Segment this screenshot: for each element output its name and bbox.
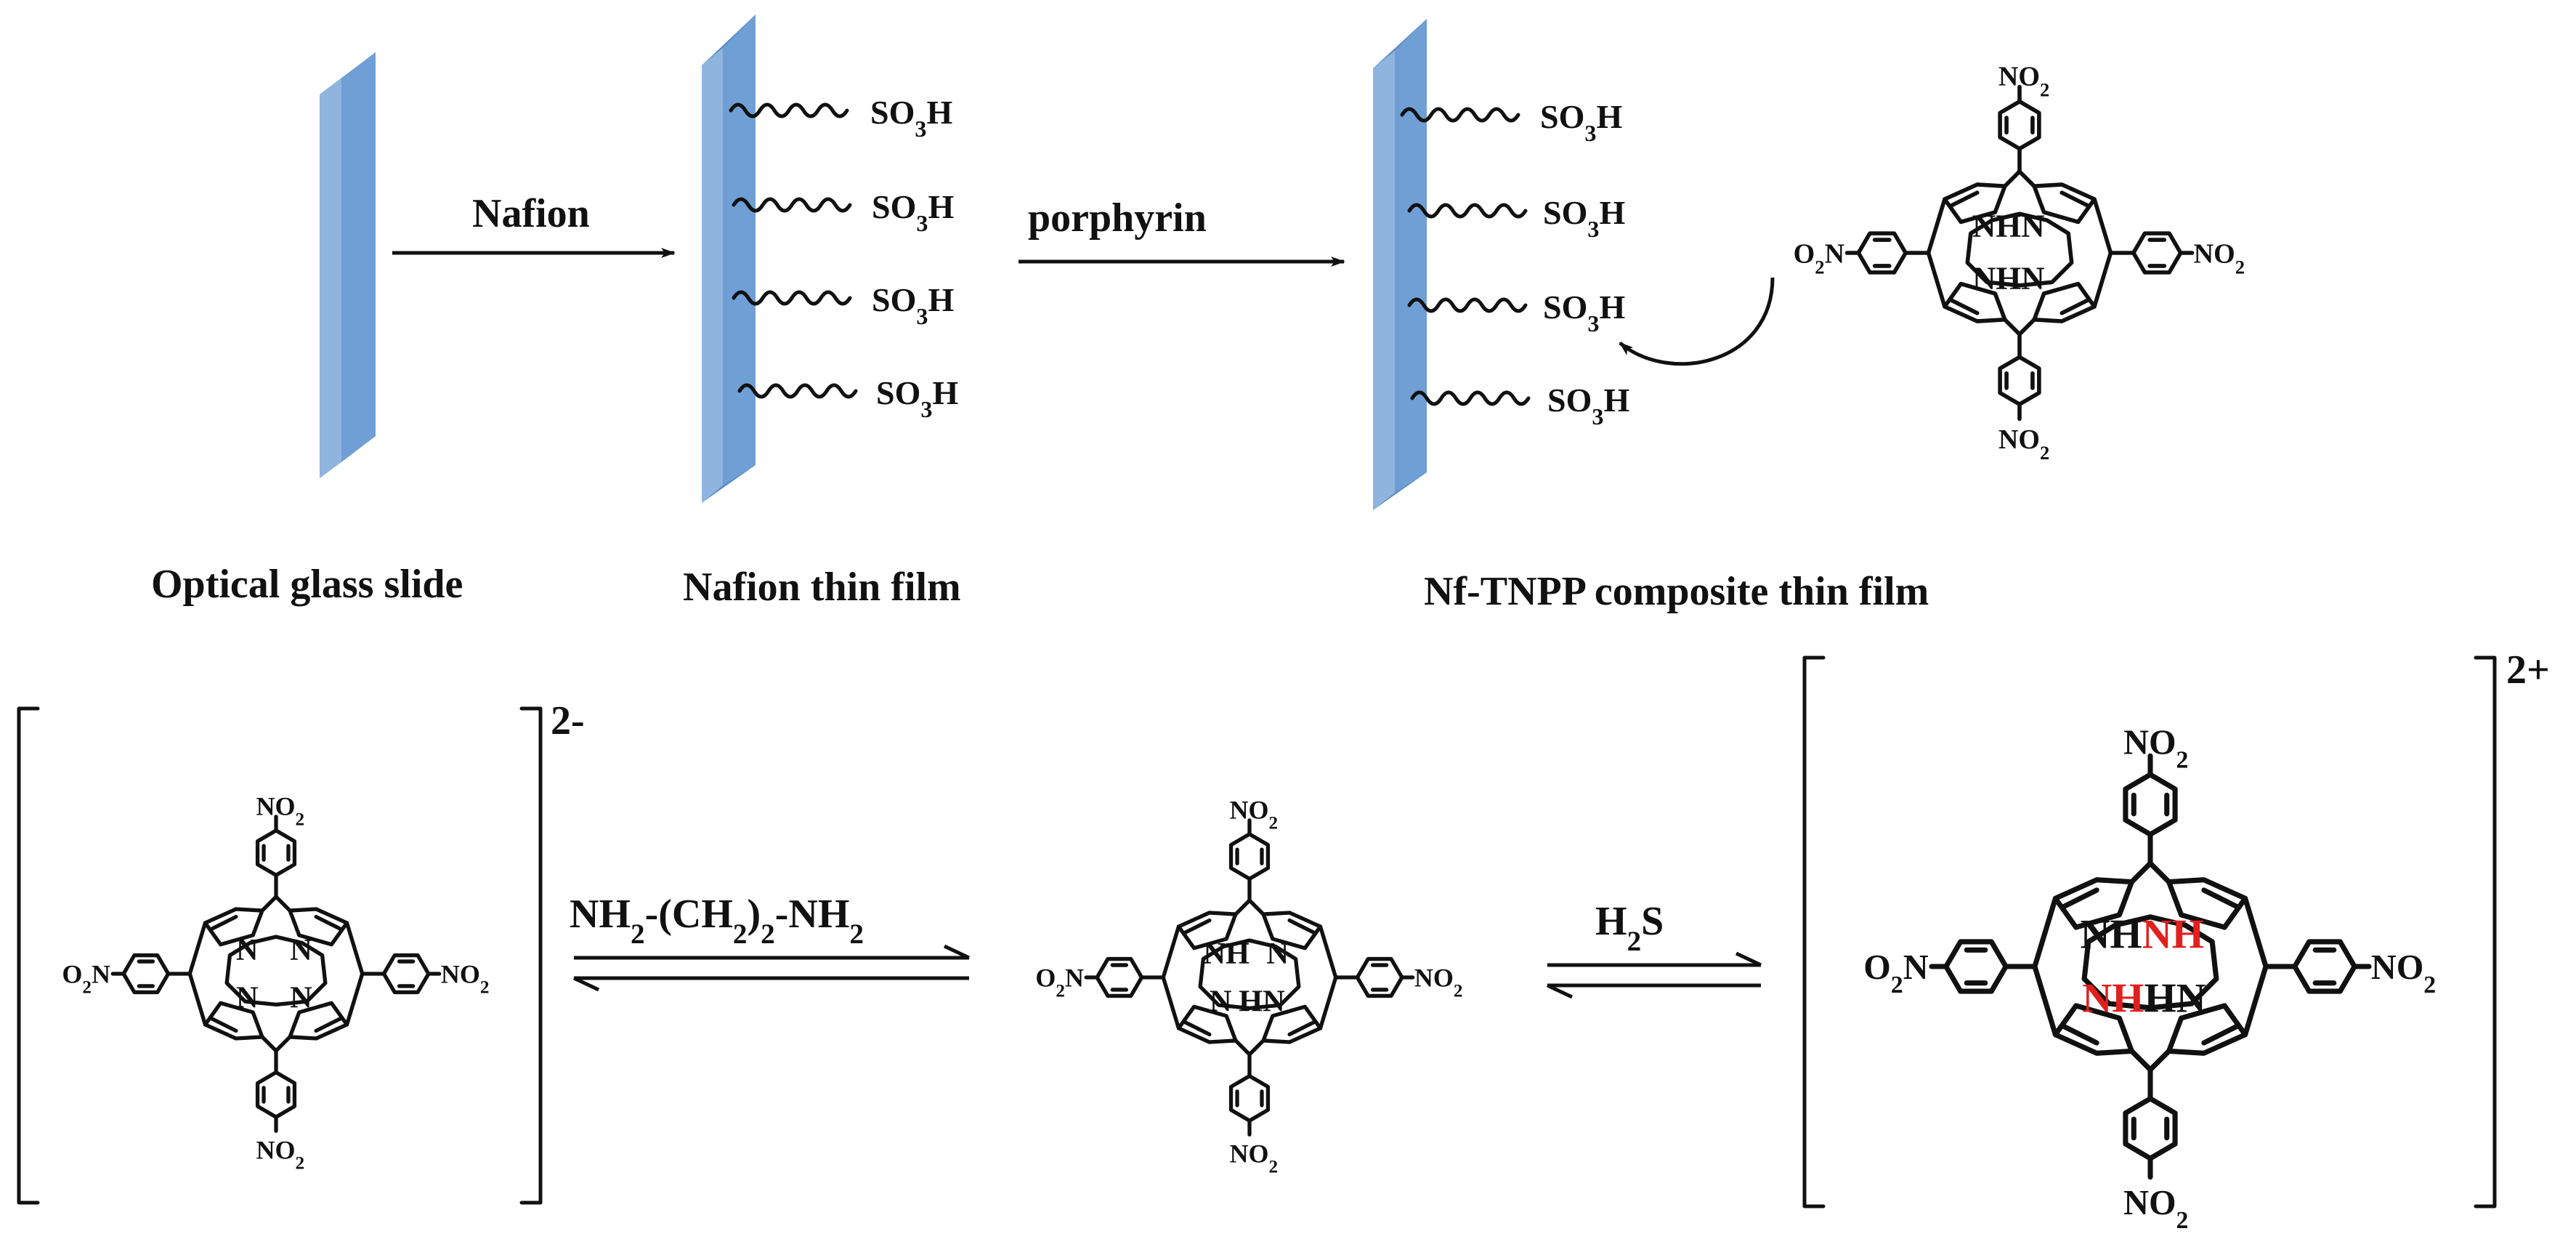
nh-label-1: NH bbox=[2080, 911, 2142, 957]
nitro-bottom: NO2 bbox=[1998, 424, 2049, 464]
charge-right: 2+ bbox=[2506, 647, 2550, 693]
nitro-top: NO2 bbox=[2123, 723, 2188, 773]
nafion-reagent: Nafion bbox=[472, 191, 590, 236]
equilibrium-right: H2S bbox=[1546, 899, 1762, 999]
n-label-1: N bbox=[236, 933, 259, 967]
nitro-right: NO2 bbox=[441, 960, 490, 998]
n-label-4: N bbox=[290, 981, 312, 1015]
n-label-a: N bbox=[1266, 937, 1289, 971]
so3h-label-2: SO3H bbox=[872, 188, 954, 236]
optical-glass-slide bbox=[320, 52, 376, 478]
dianion-bracket: 2- bbox=[17, 698, 585, 1205]
nitro-bottom: NO2 bbox=[2123, 1184, 2188, 1234]
n-label-3: N bbox=[236, 981, 259, 1015]
nitro-left: O2N bbox=[1035, 964, 1084, 1001]
reagent-ethylenediamine: NH2-(CH2)2-NH2 bbox=[570, 892, 864, 950]
nitro-right: NO2 bbox=[1414, 964, 1463, 1001]
nh-label-red-1: NH bbox=[2142, 911, 2204, 957]
tnpp-porphyrin-top: NHN NHN NO2 NO2 O2N NO2 bbox=[1794, 61, 2245, 464]
nhn-label-2: NHN bbox=[1972, 259, 2045, 296]
nafion-chains: SO3H SO3H SO3H SO3H bbox=[731, 94, 958, 422]
nitro-top: NO2 bbox=[1229, 796, 1278, 834]
hn-label-1: HN bbox=[2144, 975, 2206, 1021]
so3h-label-4: SO3H bbox=[876, 374, 958, 422]
n-label-b: N bbox=[1210, 985, 1232, 1019]
nitro-bottom: NO2 bbox=[256, 1135, 304, 1173]
nitro-left: O2N bbox=[62, 960, 110, 998]
n-label-2: N bbox=[290, 933, 312, 967]
nitro-right: NO2 bbox=[2371, 948, 2436, 998]
nitro-right: NO2 bbox=[2194, 238, 2245, 278]
nitro-top: NO2 bbox=[1998, 61, 2049, 100]
composite-film-slide bbox=[1373, 19, 1427, 510]
reagent-h2s: H2S bbox=[1595, 899, 1664, 957]
so3h-label-6: SO3H bbox=[1543, 194, 1625, 242]
nitro-top: NO2 bbox=[256, 792, 304, 830]
dication-bracket: 2+ bbox=[1802, 647, 2550, 1208]
porphyrin-neutral: NH N N HN NO2 NO2 O2N NO2 bbox=[1035, 796, 1462, 1177]
binding-arrow bbox=[1619, 277, 1775, 366]
caption-composite: Nf-TNPP composite thin film bbox=[1424, 569, 1929, 614]
equilibrium-left: NH2-(CH2)2-NH2 bbox=[570, 892, 971, 992]
so3h-label-3: SO3H bbox=[872, 281, 954, 329]
caption-glass: Optical glass slide bbox=[151, 562, 463, 607]
so3h-label-5: SO3H bbox=[1540, 98, 1622, 146]
so3h-label-7: SO3H bbox=[1543, 288, 1625, 336]
nitro-bottom: NO2 bbox=[1229, 1139, 1278, 1177]
porphyrin-dication: NH NH NH HN NO2 NO2 O2N NO2 bbox=[1863, 723, 2436, 1233]
so3h-label-1: SO3H bbox=[870, 94, 952, 142]
nh-label: NH bbox=[1203, 937, 1249, 971]
porphyrin-dianion: N N N N NO2 NO2 O2N NO2 bbox=[62, 792, 489, 1173]
charge-left: 2- bbox=[551, 698, 585, 743]
nitro-left: O2N bbox=[1794, 238, 1844, 278]
caption-nafion: Nafion thin film bbox=[683, 565, 961, 610]
porphyrin-reagent: porphyrin bbox=[1028, 195, 1207, 241]
nafion-film-slide bbox=[702, 15, 756, 503]
hn-label: HN bbox=[1239, 985, 1285, 1019]
composite-chains: SO3H SO3H SO3H SO3H bbox=[1402, 98, 1629, 429]
nitro-left: O2N bbox=[1863, 948, 1928, 998]
so3h-label-8: SO3H bbox=[1547, 382, 1629, 429]
nhn-label-1: NHN bbox=[1972, 208, 2045, 244]
nh-label-red-2: NH bbox=[2082, 975, 2144, 1021]
